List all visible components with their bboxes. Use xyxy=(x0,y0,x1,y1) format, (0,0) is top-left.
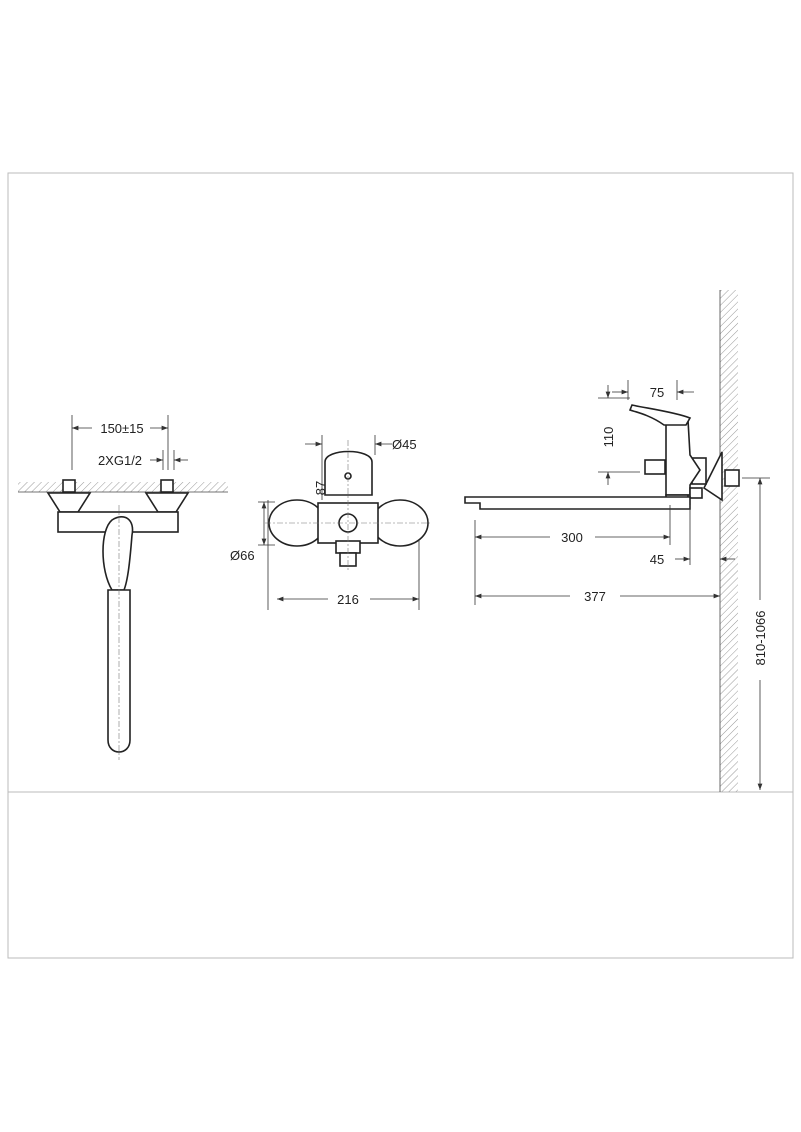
inlet-fitting-left xyxy=(62,479,76,493)
inlet-fitting-side xyxy=(724,469,740,487)
drawing-frame xyxy=(7,172,794,959)
dim-wall-offset: 45 xyxy=(650,552,664,567)
dim-handle-height: 87 xyxy=(313,481,328,495)
flange-left xyxy=(46,492,92,513)
dim-thread: 2XG1/2 xyxy=(98,453,142,468)
dim-inlet-spacing: 150±15 xyxy=(100,421,143,436)
lever-handle xyxy=(102,516,134,591)
flange-right xyxy=(144,492,190,513)
lever-side xyxy=(628,404,692,426)
dim-mount-height: 810-1066 xyxy=(753,611,768,666)
side-view: 75 110 300 45 377 810-1066 xyxy=(464,290,770,792)
wall-hatch-side xyxy=(720,290,738,792)
dim-handle-diameter: Ø45 xyxy=(392,437,417,452)
front-view: 150±15 2XG1/2 xyxy=(18,415,228,760)
wall-hatch xyxy=(18,482,228,492)
dim-handle-height-side: 110 xyxy=(601,427,616,448)
spout-side xyxy=(464,496,691,510)
flange-side xyxy=(702,451,723,502)
diverter-side xyxy=(644,459,666,475)
top-view: Ø45 87 Ø66 216 xyxy=(230,435,430,610)
inlet-fitting-right xyxy=(160,479,174,493)
dim-handle-depth: 75 xyxy=(650,385,664,400)
dim-width: 216 xyxy=(337,592,359,607)
dim-flange-diameter: Ø66 xyxy=(230,548,255,563)
dim-total-reach: 377 xyxy=(584,589,606,604)
dim-spout-length: 300 xyxy=(561,530,583,545)
